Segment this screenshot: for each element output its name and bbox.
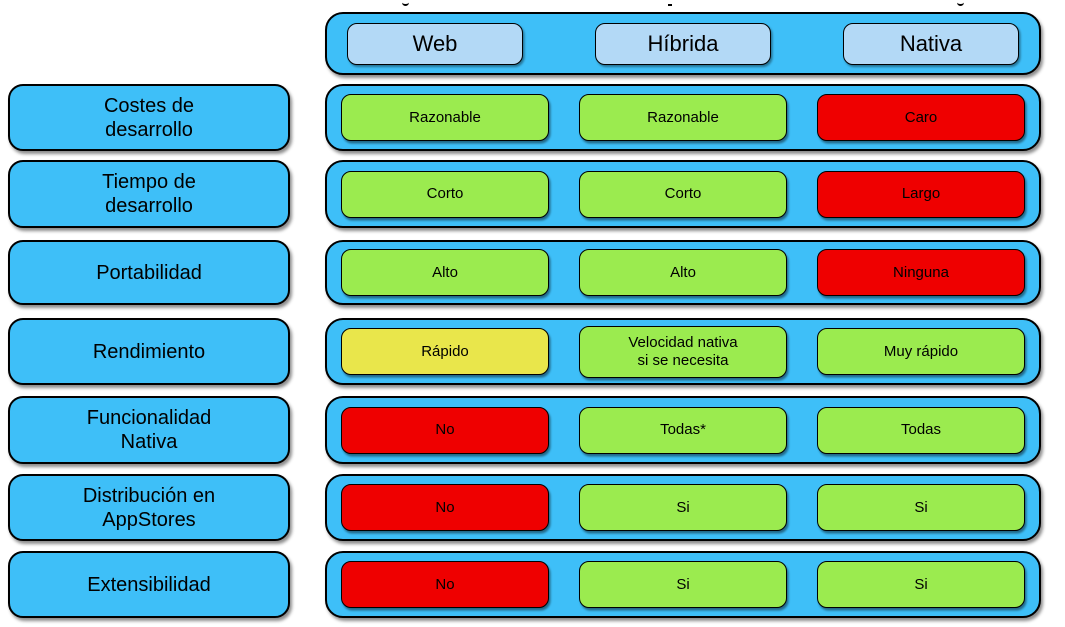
row-label: Distribución en AppStores — [8, 474, 290, 541]
row-label: Rendimiento — [8, 318, 290, 385]
row-cells-container: Razonable Razonable Caro — [325, 84, 1041, 151]
cell-value: Si — [817, 561, 1025, 608]
row-label: Tiempo de desarrollo — [8, 160, 290, 228]
row-label: Extensibilidad — [8, 551, 290, 618]
cell-value: Si — [817, 484, 1025, 531]
cell-value: Todas — [817, 406, 1025, 454]
cell-value: Ninguna — [817, 249, 1025, 296]
cell-value: Si — [579, 561, 787, 608]
cell-value: Rápido — [341, 328, 549, 375]
cropped-title-descender — [402, 0, 409, 6]
cell-value: No — [341, 561, 549, 608]
cell-value: Todas* — [579, 406, 787, 454]
cell-value: Razonable — [579, 94, 787, 141]
table-row: Tiempo de desarrollo Corto Corto Largo — [0, 160, 1065, 228]
cell-value: Corto — [579, 170, 787, 218]
cell-value: Razonable — [341, 94, 549, 141]
column-header-hibrida: Híbrida — [595, 22, 771, 65]
table-row: Costes de desarrollo Razonable Razonable… — [0, 84, 1065, 151]
cell-value: Corto — [341, 170, 549, 218]
column-header-nativa: Nativa — [843, 22, 1019, 65]
row-label: Funcionalidad Nativa — [8, 396, 290, 464]
table-row: Extensibilidad No Si Si — [0, 551, 1065, 618]
row-cells-container: Corto Corto Largo — [325, 160, 1041, 228]
row-cells-container: Alto Alto Ninguna — [325, 240, 1041, 305]
cell-value: Muy rápido — [817, 328, 1025, 375]
cropped-title-descender — [668, 0, 672, 6]
cell-value: Caro — [817, 94, 1025, 141]
cropped-title-descender — [957, 0, 964, 6]
row-cells-container: No Si Si — [325, 474, 1041, 541]
row-cells-container: Rápido Velocidad nativa si se necesita M… — [325, 318, 1041, 385]
row-cells-container: No Todas* Todas — [325, 396, 1041, 464]
cell-value: Alto — [341, 249, 549, 296]
row-label: Portabilidad — [8, 240, 290, 305]
table-row: Distribución en AppStores No Si Si — [0, 474, 1065, 541]
cell-value: Velocidad nativa si se necesita — [579, 325, 787, 378]
column-header-web: Web — [347, 22, 523, 65]
cell-value: No — [341, 406, 549, 454]
cell-value: Largo — [817, 170, 1025, 218]
table-row: Portabilidad Alto Alto Ninguna — [0, 240, 1065, 305]
table-row: Rendimiento Rápido Velocidad nativa si s… — [0, 318, 1065, 385]
cell-value: Alto — [579, 249, 787, 296]
row-label: Costes de desarrollo — [8, 84, 290, 151]
cell-value: Si — [579, 484, 787, 531]
row-cells-container: No Si Si — [325, 551, 1041, 618]
header-row: Web Híbrida Nativa — [325, 12, 1041, 75]
table-row: Funcionalidad Nativa No Todas* Todas — [0, 396, 1065, 464]
cell-value: No — [341, 484, 549, 531]
